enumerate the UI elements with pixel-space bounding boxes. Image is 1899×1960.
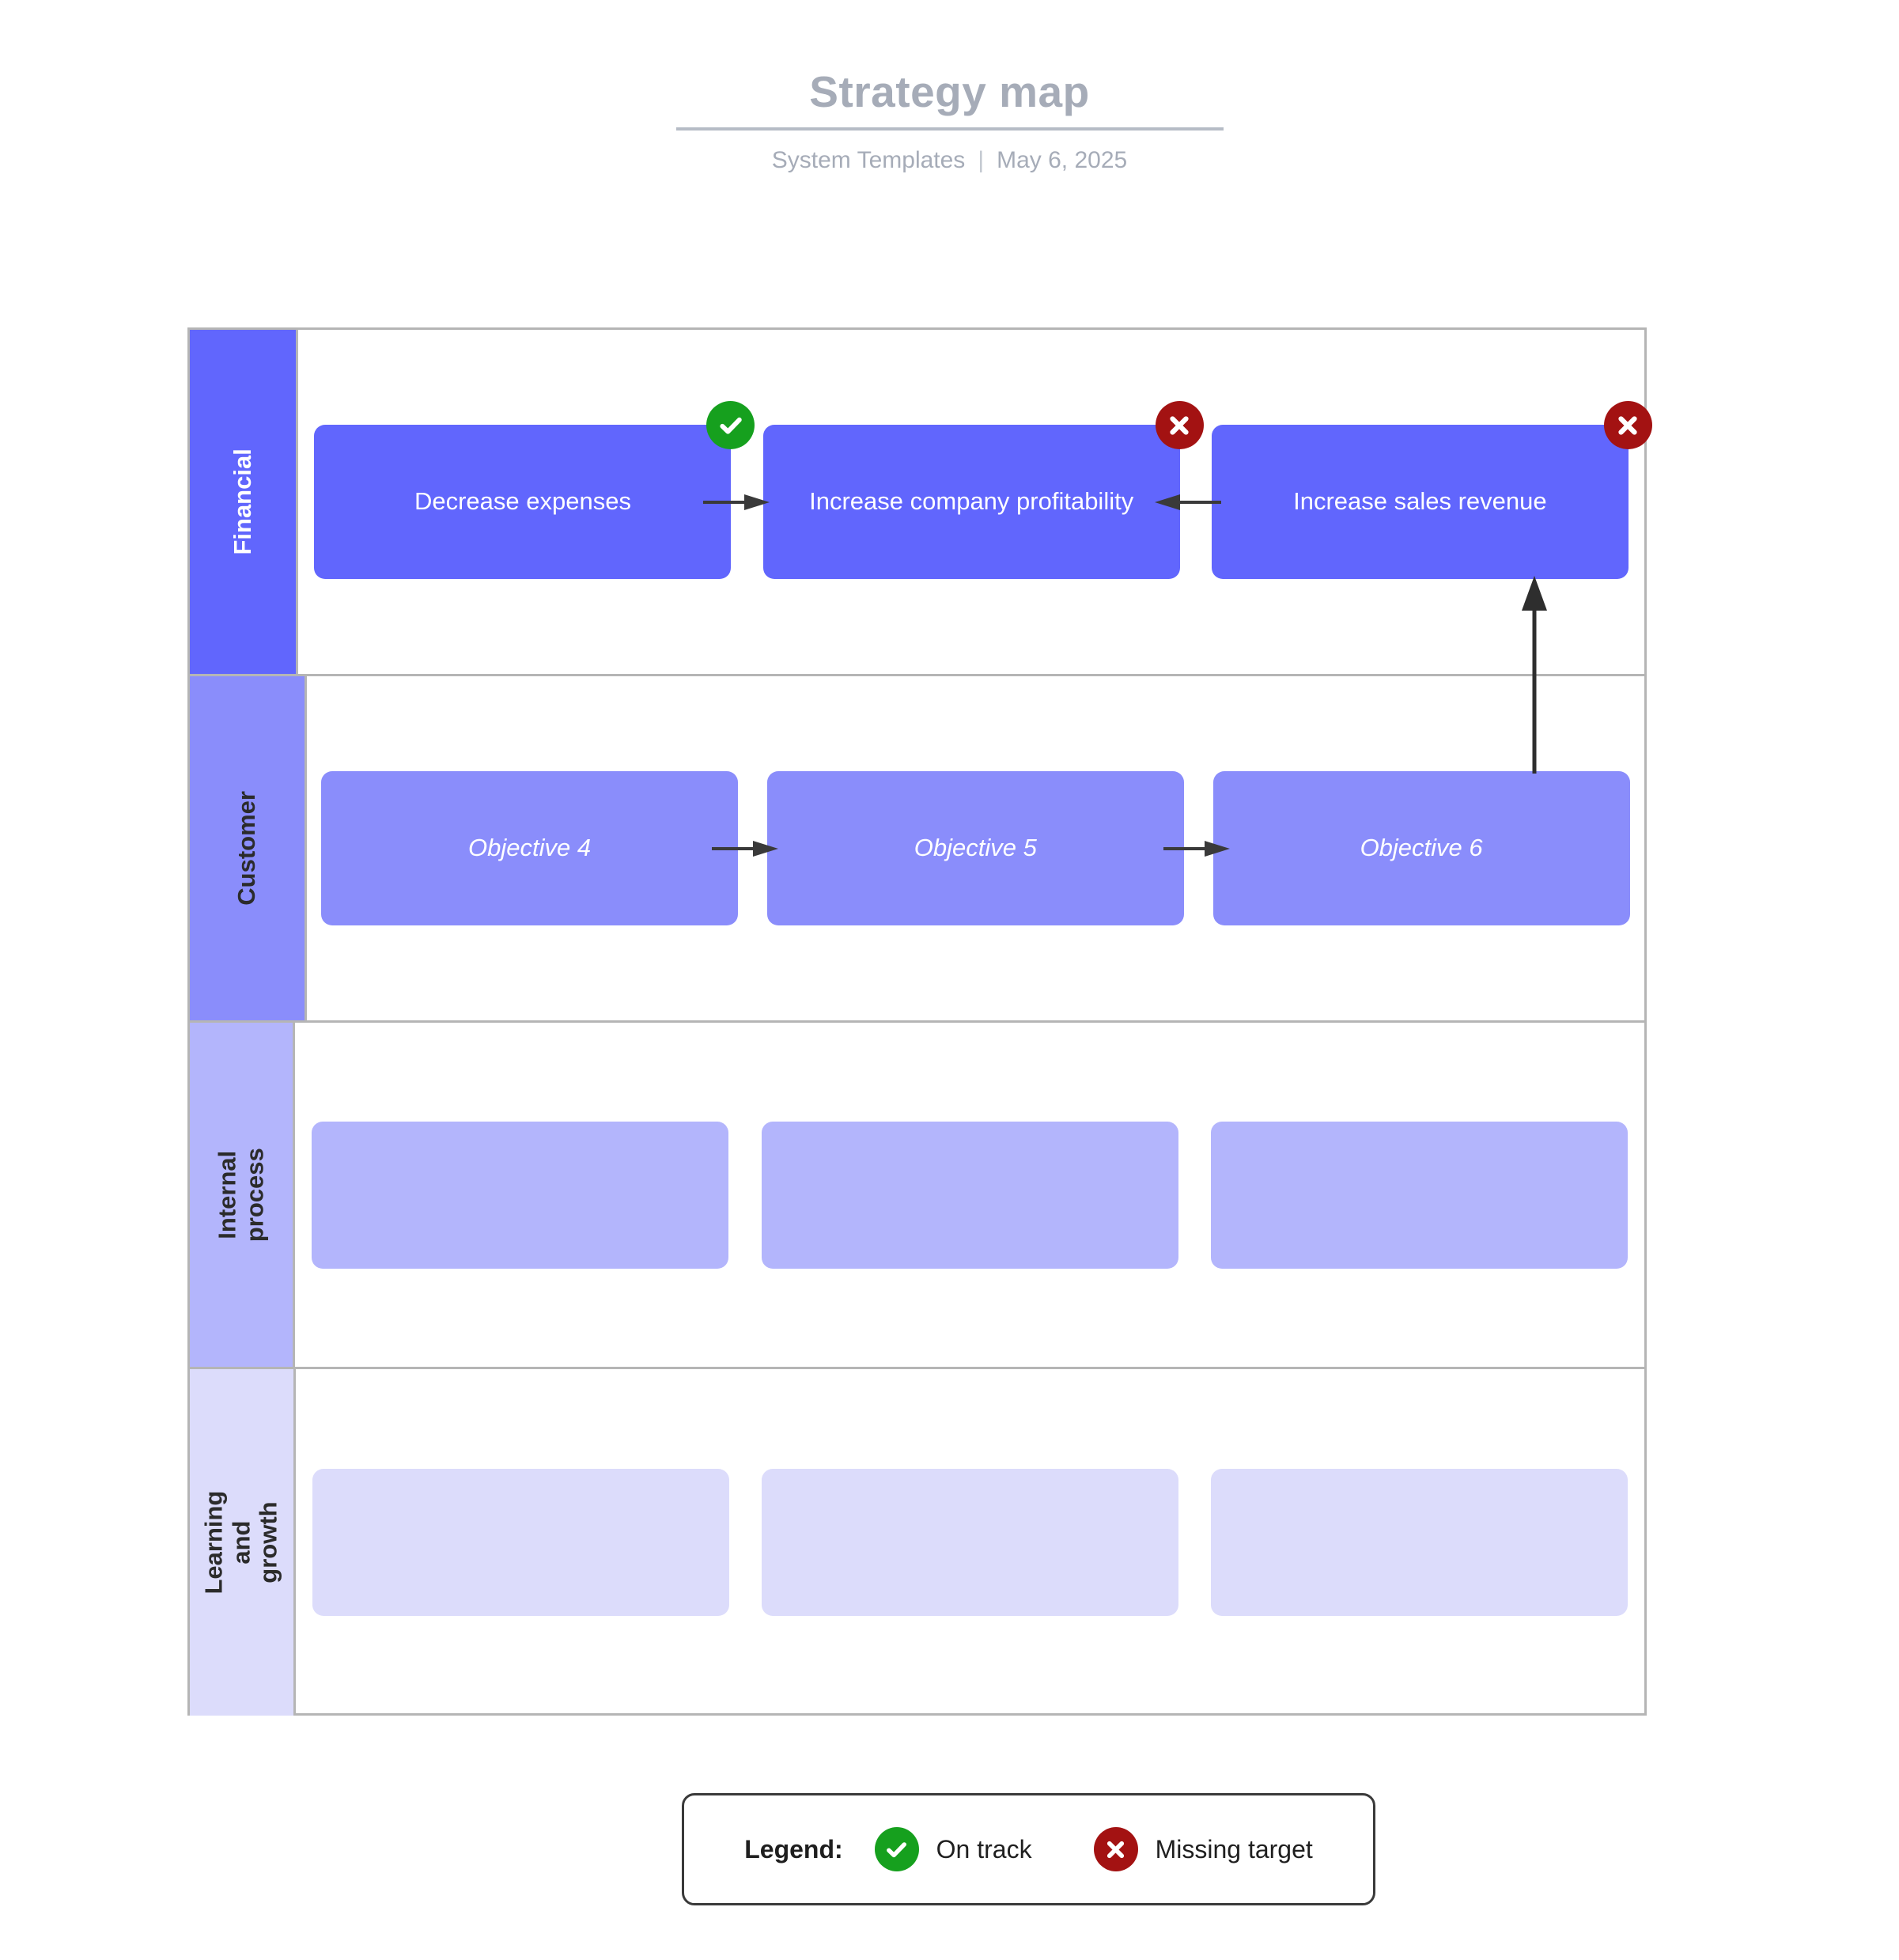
- matrix-cell: Objective 6: [1198, 771, 1644, 925]
- legend-panel: Legend: On track Missing target: [682, 1793, 1375, 1905]
- matrix-row-internal-process: Internal process: [190, 1023, 1644, 1369]
- strategy-matrix: Financial Decrease expenses: [187, 327, 1652, 1716]
- matrix-cell: Increase company profitability: [747, 401, 1204, 579]
- matrix-row-financial: Financial Decrease expenses: [190, 330, 1652, 676]
- objective-node[interactable]: [761, 1469, 1178, 1616]
- matrix-cell: [295, 1121, 745, 1269]
- row-cells: Decrease expenses Increase company profi…: [298, 330, 1652, 674]
- perspective-band-customer: Customer: [190, 676, 307, 1020]
- page-subtitle: System Templates | May 6, 2025: [0, 146, 1899, 175]
- matrix-cell: [296, 1469, 745, 1616]
- objective-node[interactable]: Objective 4: [321, 771, 739, 925]
- subtitle-source: System Templates: [771, 146, 966, 173]
- matrix-cell: [1194, 1121, 1644, 1269]
- objective-label: Objective 4: [468, 834, 592, 862]
- perspective-label: Financial: [228, 448, 256, 555]
- matrix-cell: Decrease expenses: [298, 401, 755, 579]
- objective-node[interactable]: [1211, 1121, 1629, 1269]
- page-header: Strategy map System Templates | May 6, 202…: [0, 68, 1899, 175]
- matrix-cell: Increase sales revenue: [1196, 401, 1652, 579]
- matrix-cell: Objective 5: [752, 771, 1198, 925]
- objective-node[interactable]: Increase company profitability: [762, 401, 1204, 579]
- matrix-cell: [1195, 1469, 1644, 1616]
- title-divider: [675, 127, 1224, 131]
- matrix-row-customer: Customer Objective 4 Objective 5 Objecti…: [190, 676, 1644, 1023]
- check-icon: [874, 1827, 919, 1871]
- status-badge-missing-target[interactable]: [1155, 401, 1204, 449]
- objective-label: Objective 5: [914, 834, 1037, 862]
- matrix-cell: [745, 1121, 1195, 1269]
- perspective-label: Internal process: [213, 1148, 268, 1242]
- legend-item-on-track: On track: [874, 1827, 1032, 1871]
- x-icon: [1093, 1827, 1138, 1871]
- objective-label: Increase company profitability: [809, 487, 1134, 516]
- objective-node[interactable]: [312, 1469, 729, 1616]
- objective-node[interactable]: Decrease expenses: [314, 401, 755, 579]
- row-cells: Objective 4 Objective 5 Objective 6: [307, 676, 1644, 1020]
- legend-label: Missing target: [1155, 1834, 1313, 1864]
- legend-title: Legend:: [744, 1834, 843, 1864]
- objective-label: Decrease expenses: [414, 487, 631, 516]
- subtitle-separator: |: [978, 146, 985, 173]
- objective-node[interactable]: Objective 5: [766, 771, 1184, 925]
- objective-node[interactable]: [1211, 1469, 1629, 1616]
- objective-label: Objective 6: [1360, 834, 1483, 862]
- subtitle-date: May 6, 2025: [997, 146, 1128, 173]
- row-cells: [296, 1369, 1644, 1716]
- legend-label: On track: [936, 1834, 1032, 1864]
- objective-node[interactable]: Increase sales revenue: [1211, 401, 1652, 579]
- page-title: Strategy map: [809, 67, 1090, 116]
- perspective-band-internal-process: Internal process: [190, 1023, 295, 1367]
- matrix-cell: Objective 4: [307, 771, 753, 925]
- perspective-band-financial: Financial: [190, 330, 299, 674]
- matrix-cell: [745, 1469, 1194, 1616]
- status-badge-missing-target[interactable]: [1603, 401, 1652, 449]
- objective-node[interactable]: Objective 6: [1212, 771, 1630, 925]
- status-badge-on-track[interactable]: [706, 401, 755, 449]
- perspective-band-learning-growth: Learning and growth: [190, 1369, 296, 1716]
- objective-label: Increase sales revenue: [1293, 487, 1547, 516]
- legend-item-missing-target: Missing target: [1093, 1827, 1313, 1871]
- objective-node[interactable]: [311, 1121, 728, 1269]
- row-cells: [295, 1023, 1644, 1367]
- perspective-label: Customer: [232, 791, 260, 906]
- perspective-label: Learning and growth: [199, 1490, 282, 1595]
- matrix-row-learning-growth: Learning and growth: [190, 1369, 1644, 1716]
- objective-node[interactable]: [761, 1121, 1178, 1269]
